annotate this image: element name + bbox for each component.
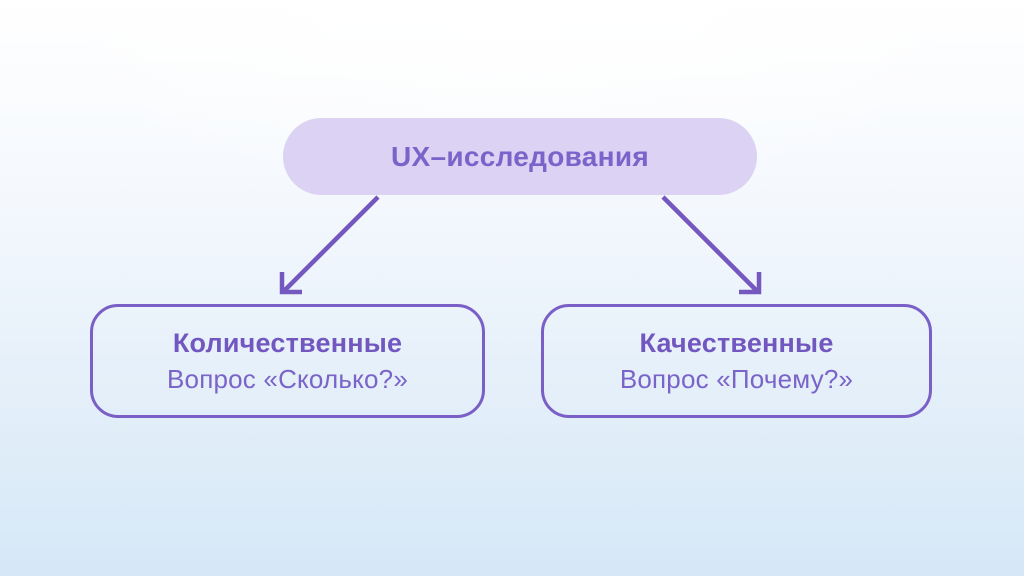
root-node-ux-research: UX–исследования — [283, 118, 757, 195]
node-qualitative-subtitle: Вопрос «Почему?» — [619, 363, 854, 394]
node-quantitative-subtitle: Вопрос «Сколько?» — [167, 363, 408, 394]
arrow-left-connector — [279, 195, 380, 295]
root-node-label: UX–исследования — [390, 140, 650, 172]
node-quantitative: Количественные Вопрос «Сколько?» — [90, 304, 485, 418]
node-quantitative-title: Количественные — [172, 327, 403, 358]
node-qualitative-title: Качественные — [639, 327, 834, 358]
arrow-right-connector — [661, 195, 762, 295]
node-qualitative: Качественные Вопрос «Почему?» — [541, 304, 932, 418]
